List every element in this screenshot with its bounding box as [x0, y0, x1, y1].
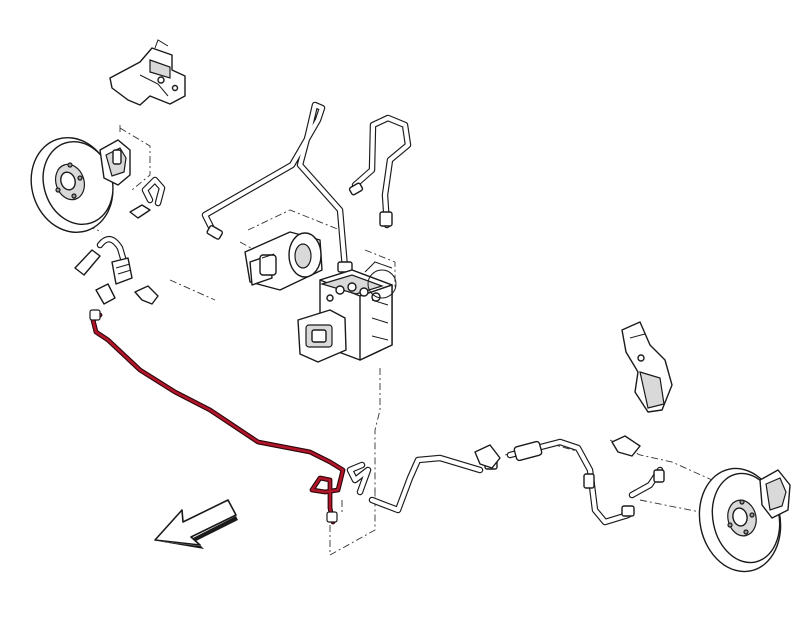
left-brake-hose	[74, 176, 166, 305]
abs-hydraulic-unit	[297, 261, 397, 363]
front-left-brake-disc	[30, 137, 114, 233]
highlighted-brake-pipe	[89, 309, 346, 525]
front-direction-arrow-icon	[154, 499, 238, 549]
brake-pipe-network	[201, 101, 665, 526]
top-left-bracket	[109, 39, 186, 106]
front-left-caliper	[99, 139, 131, 186]
pipe-clips	[474, 435, 641, 469]
rear-right-brake-disc	[698, 467, 791, 573]
master-cylinder	[244, 231, 323, 291]
right-bracket	[621, 321, 673, 413]
